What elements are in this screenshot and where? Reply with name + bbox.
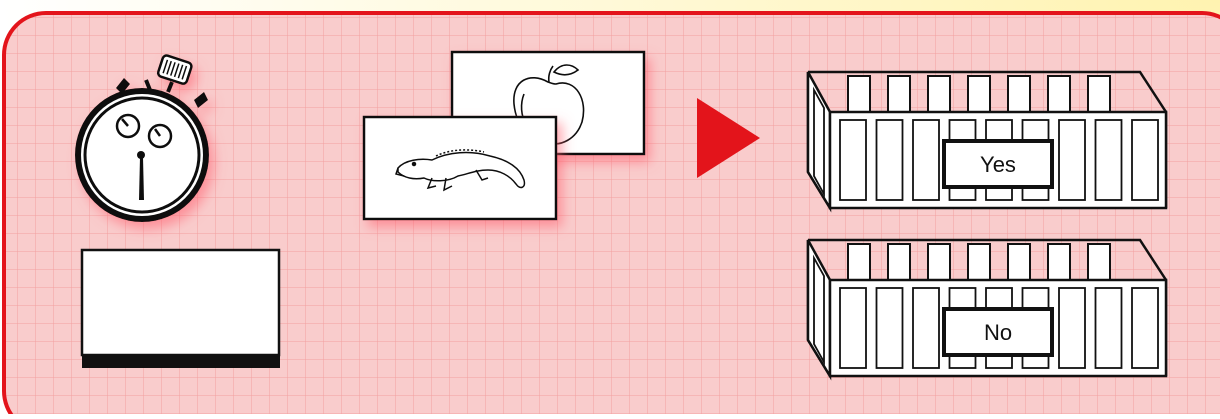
bin-label-text: Yes (980, 152, 1016, 177)
bin-label: Yes (942, 139, 1054, 189)
card-deck (80, 248, 281, 368)
bin-label: No (942, 307, 1054, 357)
bin-label-text: No (984, 320, 1012, 345)
card-alligator (362, 115, 558, 221)
bin-yes: Yes (806, 70, 1168, 213)
play-arrow-icon (697, 98, 760, 178)
alligator-picture (395, 149, 526, 192)
picture-cards (362, 50, 646, 221)
stopwatch-icon (75, 54, 209, 222)
bin-no: No (806, 238, 1168, 381)
